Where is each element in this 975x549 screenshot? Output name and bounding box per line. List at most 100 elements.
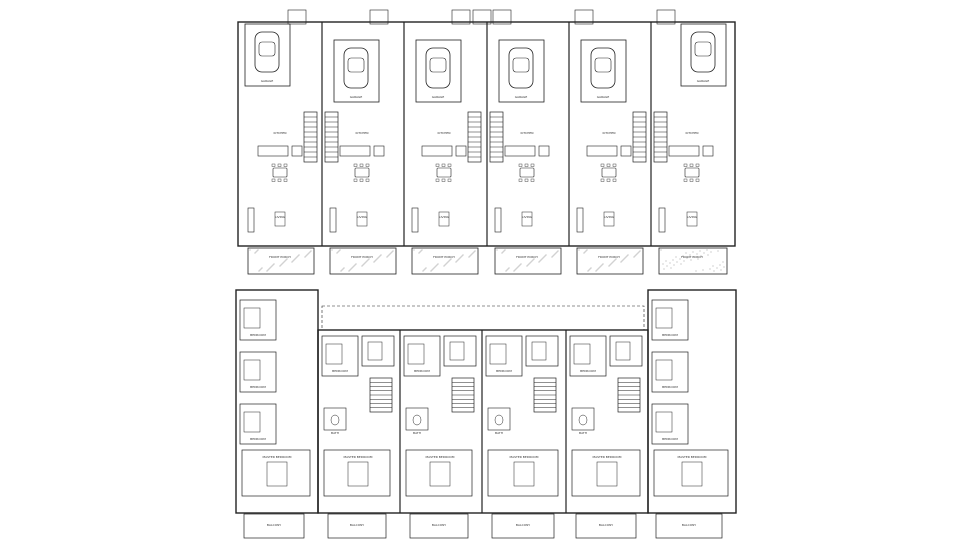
front-porch-outline xyxy=(658,247,728,275)
porch-texture-dot xyxy=(702,269,704,271)
porch-texture-dot xyxy=(474,250,476,252)
living-label: LIVING xyxy=(275,215,286,219)
coffee-table xyxy=(438,211,450,227)
porch-texture-dot xyxy=(267,269,269,271)
master-bedroom-label: MASTER BEDROOM xyxy=(426,455,455,459)
porch-texture-dot xyxy=(355,263,357,265)
porch-texture-dot xyxy=(614,259,616,261)
entry-box xyxy=(574,9,594,25)
master-bed xyxy=(513,461,535,487)
bedroom-room-2 xyxy=(361,335,395,367)
porch-texture-dot xyxy=(307,253,309,255)
porch-texture-dot xyxy=(366,260,368,262)
porch-texture-dot xyxy=(271,265,273,267)
porch-texture-dot xyxy=(283,261,285,263)
porch-texture-dot xyxy=(286,258,288,260)
roof-overhang xyxy=(321,305,645,331)
staircase xyxy=(451,377,475,413)
bedroom-label: BEDROOM xyxy=(332,369,348,373)
dining-chair xyxy=(353,163,358,167)
master-bedroom-room xyxy=(405,449,473,497)
master-bedroom-room xyxy=(653,449,729,497)
dining-chair xyxy=(612,178,617,182)
staircase xyxy=(324,111,339,163)
porch-texture-dot xyxy=(514,269,516,271)
master-bedroom-label: MASTER BEDROOM xyxy=(263,455,292,459)
porch-texture-dot xyxy=(627,254,629,256)
dining-chair xyxy=(518,178,523,182)
porch-texture-dot xyxy=(720,269,722,271)
porch-texture-dot xyxy=(337,251,339,253)
car-body xyxy=(254,31,280,73)
kitchen-label: KITCHEN xyxy=(438,131,451,135)
porch-texture-dot xyxy=(284,260,286,262)
sofa xyxy=(329,207,337,233)
porch-texture-dot xyxy=(700,255,702,257)
kitchen-counter xyxy=(586,145,618,157)
porch-texture-dot xyxy=(589,268,591,270)
porch-texture-dot xyxy=(338,250,340,252)
porch-texture-dot xyxy=(587,270,589,272)
porch-texture-dot xyxy=(506,269,508,271)
master-bed xyxy=(266,461,288,487)
porch-texture-dot xyxy=(450,258,452,260)
porch-texture-dot xyxy=(249,249,251,251)
dining-chair xyxy=(435,163,440,167)
dining-chair xyxy=(359,178,364,182)
porch-texture-dot xyxy=(282,262,284,264)
dining-chair xyxy=(524,163,529,167)
bedroom-label: BEDROOM xyxy=(250,385,266,389)
bed xyxy=(531,341,547,361)
porch-texture-dot xyxy=(373,261,375,263)
porch-texture-dot xyxy=(455,261,457,263)
kitchen-label: KITCHEN xyxy=(603,131,616,135)
porch-texture-dot xyxy=(421,249,423,251)
bath-room xyxy=(487,407,511,431)
porch-texture-dot xyxy=(418,252,420,254)
front-porch-outline xyxy=(494,247,562,275)
bed xyxy=(489,343,507,365)
porch-texture-dot xyxy=(699,250,701,252)
porch-texture-dot xyxy=(528,263,530,265)
bed xyxy=(655,359,673,381)
master-bed xyxy=(681,461,703,487)
toilet-icon xyxy=(578,414,588,426)
coffee-table xyxy=(356,211,368,227)
staircase xyxy=(617,377,641,413)
dining-chair xyxy=(606,178,611,182)
dining-chair xyxy=(683,178,688,182)
porch-texture-dot xyxy=(695,270,697,272)
porch-texture-dot xyxy=(254,252,256,254)
porch-texture-dot xyxy=(686,257,688,259)
balcony xyxy=(327,513,387,539)
porch-texture-dot xyxy=(285,259,287,261)
porch-texture-dot xyxy=(353,265,355,267)
garage-room xyxy=(333,39,380,103)
porch-texture-dot xyxy=(268,268,270,270)
kitchen-counter xyxy=(668,145,700,157)
car-icon xyxy=(343,47,369,89)
master-bedroom-label: MASTER BEDROOM xyxy=(593,455,622,459)
porch-texture-dot xyxy=(712,265,714,267)
porch-texture-dot xyxy=(339,249,341,251)
porch-texture-dot xyxy=(551,256,553,258)
bed xyxy=(243,359,261,381)
bed xyxy=(615,341,631,361)
staircase xyxy=(303,111,318,163)
kitchen-island xyxy=(620,145,632,157)
porch-texture-dot xyxy=(503,250,505,252)
porch-texture-dot xyxy=(292,260,294,262)
garage-label: GARAGE xyxy=(597,95,610,99)
balcony xyxy=(409,513,469,539)
dining-chair xyxy=(524,178,529,182)
coffee-table xyxy=(521,211,533,227)
porch-texture-dot xyxy=(390,252,392,254)
bedroom-label: BEDROOM xyxy=(662,437,678,441)
porch-texture-dot xyxy=(586,249,588,251)
entry-box xyxy=(472,9,492,25)
second-floor-end-left xyxy=(235,289,319,514)
front-porch xyxy=(411,247,479,275)
